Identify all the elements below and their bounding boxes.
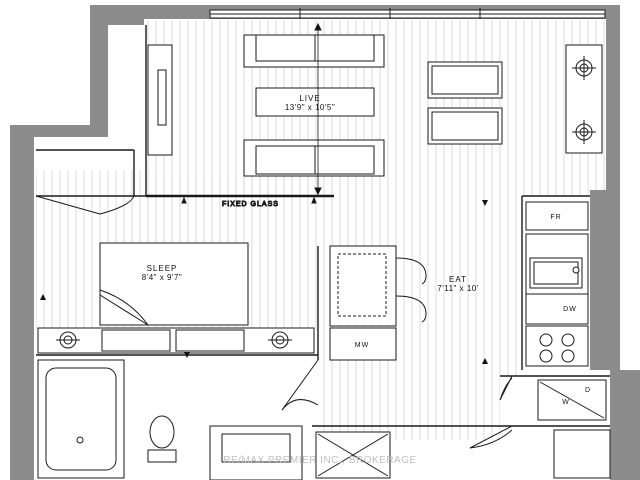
bed — [99, 242, 249, 326]
eat-room-name: EAT — [449, 275, 467, 284]
fridge-label: FR — [550, 214, 561, 221]
stool-icon — [395, 257, 427, 323]
wall-panel — [147, 44, 173, 156]
fixed-glass-label: FIXED GLASS — [222, 201, 279, 208]
watermark: RE/MAX PREMIER INC., BROKERAGE — [223, 455, 416, 466]
sofa-top — [243, 34, 385, 68]
sleep-room-dims: 8'4" x 9'7" — [142, 273, 182, 282]
coffee-table — [255, 87, 375, 117]
sofa-bottom — [243, 139, 385, 177]
arrows — [40, 200, 488, 364]
microwave-label: MW — [355, 342, 369, 349]
door-swing-icon — [35, 195, 135, 215]
fixed-glass-partition: FIXED GLASS — [146, 194, 334, 209]
entry-closet — [315, 429, 611, 479]
bathtub-icon — [37, 359, 125, 479]
door-swing-icon — [281, 359, 319, 411]
armchairs — [427, 61, 503, 145]
live-room-name: LIVE — [299, 94, 320, 103]
lamp-icon — [572, 56, 596, 144]
dishwasher — [525, 293, 589, 325]
interior-walls — [36, 25, 610, 427]
living-door-arrow — [314, 22, 322, 196]
kitchen-island — [329, 245, 397, 361]
sink-icon — [525, 233, 589, 295]
washer-label: W — [562, 399, 570, 406]
live-room-dims: 13'9" x 10'5" — [285, 103, 335, 112]
dryer-label: D — [585, 387, 591, 394]
eat-room-dims: 7'11" x 10' — [437, 284, 479, 293]
toilet-icon — [147, 415, 177, 463]
fridge — [525, 201, 589, 231]
cooktop-icon — [525, 325, 589, 367]
vanity — [209, 425, 303, 480]
lamp-icon — [56, 331, 292, 349]
sleep-room-name: SLEEP — [147, 264, 178, 273]
door-swing-icon — [469, 375, 513, 449]
laundry-closet — [537, 379, 607, 421]
top-window — [209, 8, 606, 19]
dishwasher-label: DW — [563, 306, 577, 313]
